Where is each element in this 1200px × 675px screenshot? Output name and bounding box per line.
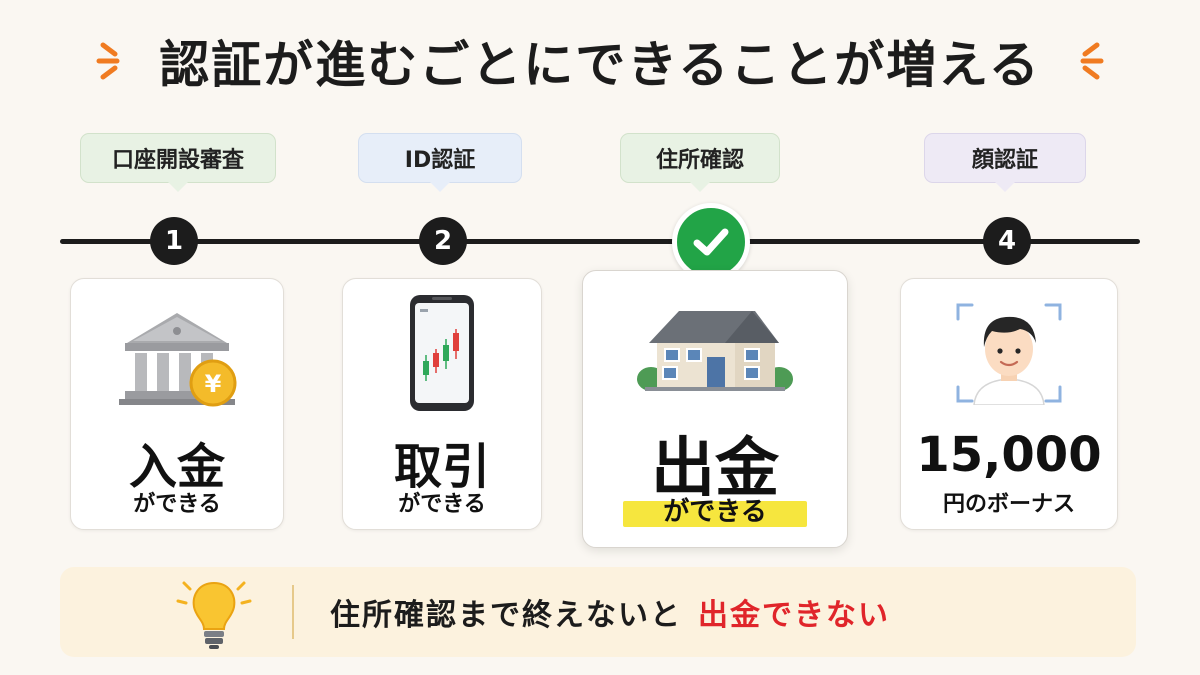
tip-text: 住所確認まで終えないと	[330, 598, 682, 633]
face-scan-icon	[901, 301, 1117, 405]
sparkle-left-icon	[96, 42, 120, 80]
timeline-line	[60, 239, 1140, 244]
svg-text:¥: ¥	[205, 370, 222, 398]
stage-tag-id-verification: ID認証	[358, 133, 522, 183]
tip-banner: 住所確認まで終えないと 出金できない	[60, 567, 1136, 657]
stage-headline-withdrawal: 出金	[651, 432, 779, 506]
stage-card-bonus: 15,000 円のボーナス	[900, 278, 1118, 530]
stage-card-trading: 取引 ができる	[342, 278, 542, 530]
step-marker-4: 4	[983, 217, 1031, 265]
stage-tag-face-verification: 顔認証	[924, 133, 1086, 183]
stage-subline-bonus: 円のボーナス	[942, 492, 1075, 517]
header: 認証が進むごとにできることが増える	[0, 26, 1200, 96]
stage-card-deposit: ¥ 入金 ができる	[70, 278, 284, 530]
stage-subline-trading: ができる	[398, 492, 486, 517]
tip-message: 住所確認まで終えないと 出金できない	[330, 567, 890, 657]
stage-subline-withdrawal: ができる	[663, 497, 767, 527]
page-title: 認証が進むごとにできることが増える	[159, 36, 1041, 94]
stage-headline-trading: 取引	[393, 439, 490, 495]
step-marker-2: 2	[419, 217, 467, 265]
step-marker-1: 1	[150, 217, 198, 265]
stage-card-withdrawal: 出金 ができる	[582, 270, 848, 548]
stage-headline-deposit: 入金	[128, 439, 225, 495]
highlight-marker	[623, 501, 807, 527]
stage-tag-account-review: 口座開設審査	[80, 133, 276, 183]
lightbulb-icon	[174, 575, 254, 655]
stage-headline-bonus: 15,000	[916, 427, 1102, 483]
sparkle-right-icon	[1080, 42, 1104, 80]
tip-divider	[292, 585, 294, 639]
tip-emphasis: 出金できない	[698, 598, 890, 633]
stage-tag-address-verification: 住所確認	[620, 133, 780, 183]
smartphone-chart-icon	[343, 293, 541, 413]
stage-subline-deposit: ができる	[133, 492, 221, 517]
bank-yen-icon: ¥	[71, 307, 283, 407]
check-icon	[672, 203, 750, 281]
house-icon	[583, 303, 847, 393]
